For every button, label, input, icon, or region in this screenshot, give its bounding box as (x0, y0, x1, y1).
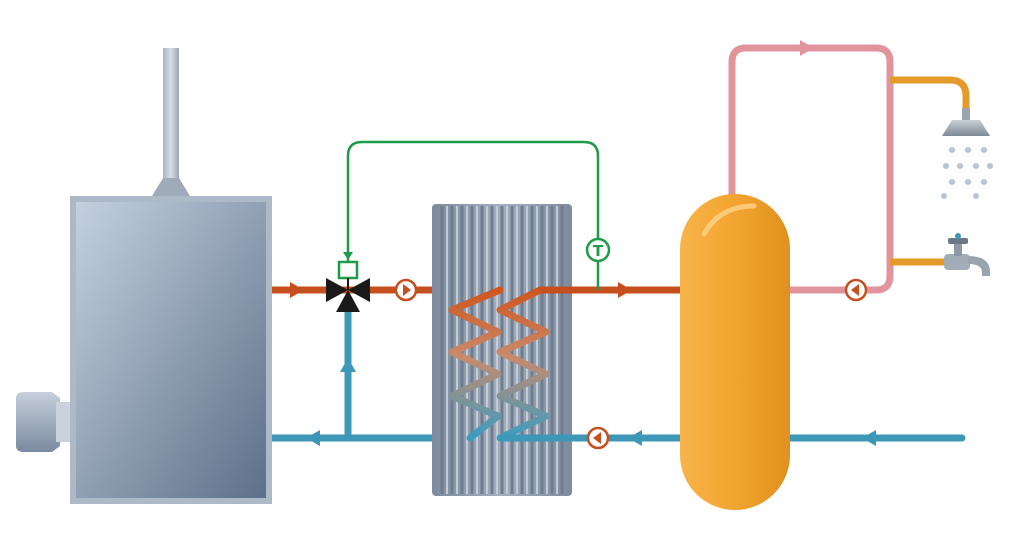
chimney-icon (152, 48, 190, 196)
pump-icon-recirculation (844, 278, 868, 302)
water-drop-icon (943, 163, 949, 169)
temperature-sensor-label: T (593, 242, 604, 260)
secondary-coil (496, 286, 550, 442)
flow-arrow-icon (290, 282, 304, 298)
water-drop-icon (949, 147, 955, 153)
water-drop-icon (973, 163, 979, 169)
recirculation-pipe (728, 44, 894, 294)
storage-tank-icon (680, 194, 790, 510)
water-drop-icon (965, 147, 971, 153)
dhw-supply-pipe (890, 76, 970, 266)
water-drop-icon (987, 163, 993, 169)
water-drop-icon (941, 193, 947, 199)
control-line (343, 140, 600, 290)
primary-coil (448, 286, 504, 442)
water-drops (941, 147, 993, 199)
flow-arrow-icon (340, 358, 356, 372)
pump-icon-secondary (586, 426, 610, 450)
water-drop-icon (957, 163, 963, 169)
water-drop-icon (981, 147, 987, 153)
water-drop-icon (949, 179, 955, 185)
faucet-icon (944, 233, 990, 276)
temperature-sensor-icon: T (585, 237, 611, 263)
water-drop-icon (973, 193, 979, 199)
burner-icon (16, 392, 74, 452)
heat-exchanger-plates (440, 206, 564, 494)
water-drop-icon (965, 179, 971, 185)
water-drop-icon (981, 179, 987, 185)
shower-head-icon (942, 108, 990, 136)
boiler-icon (70, 196, 272, 504)
flow-arrow-icon (306, 430, 320, 446)
three-way-valve-icon (326, 278, 370, 312)
flow-arrow-icon (800, 40, 814, 56)
flow-arrow-icon (618, 282, 632, 298)
flow-arrow-icon (628, 430, 642, 446)
flow-arrows (290, 40, 876, 446)
flow-arrow-icon (862, 430, 876, 446)
actuator-icon (337, 260, 359, 290)
pump-icon-primary (394, 278, 418, 302)
